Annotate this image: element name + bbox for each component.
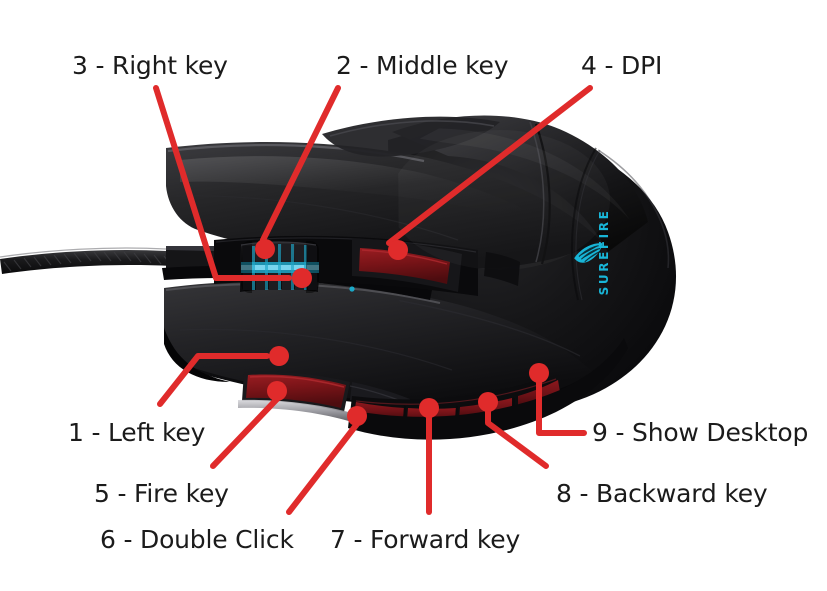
callout-leader-dpi: [386, 85, 593, 246]
callout-dot-double-click: [347, 406, 367, 426]
shell-shoulder: [392, 115, 648, 252]
callout-label-backward-key: 8 - Backward key: [556, 479, 768, 508]
callout-leader-backward-key: [485, 407, 549, 469]
callout-dot-left-key: [269, 346, 289, 366]
callout-label-double-click: 6 - Double Click: [100, 525, 294, 554]
mouse-cable: [0, 246, 214, 276]
callout-label-fire-key: 5 - Fire key: [94, 479, 229, 508]
brand-logo: SUREFIRE: [574, 209, 611, 296]
callout-label-right-key: 3 - Right key: [72, 51, 228, 80]
top-spine-panel: [322, 116, 500, 157]
callout-leader-double-click: [286, 421, 360, 515]
callout-dot-right-key: [292, 268, 312, 288]
callout-dot-fire-key: [267, 381, 287, 401]
callout-dot-show-desktop: [529, 363, 549, 383]
callout-label-dpi: 4 - DPI: [581, 51, 663, 80]
callout-label-forward-key: 7 - Forward key: [330, 525, 521, 554]
callout-leader-middle-key: [260, 85, 341, 243]
callout-dot-middle-key: [255, 239, 275, 259]
callout-leader-show-desktop: [536, 378, 587, 436]
callout-dot-backward-key: [478, 392, 498, 412]
status-led-icon: [349, 286, 355, 292]
callout-label-middle-key: 2 - Middle key: [336, 51, 509, 80]
callout-label-left-key: 1 - Left key: [68, 418, 206, 447]
callout-leader-right-key: [153, 85, 292, 281]
fire-key: [242, 371, 350, 412]
callout-leader-left-key: [157, 353, 270, 407]
callout-label-show-desktop: 9 - Show Desktop: [592, 418, 809, 447]
brand-logo-text: SUREFIRE: [597, 209, 611, 296]
callout-leader-fire-key: [210, 396, 280, 469]
callout-dot-dpi: [388, 240, 408, 260]
callout-dot-forward-key: [419, 398, 439, 418]
dpi-button: [359, 248, 450, 284]
